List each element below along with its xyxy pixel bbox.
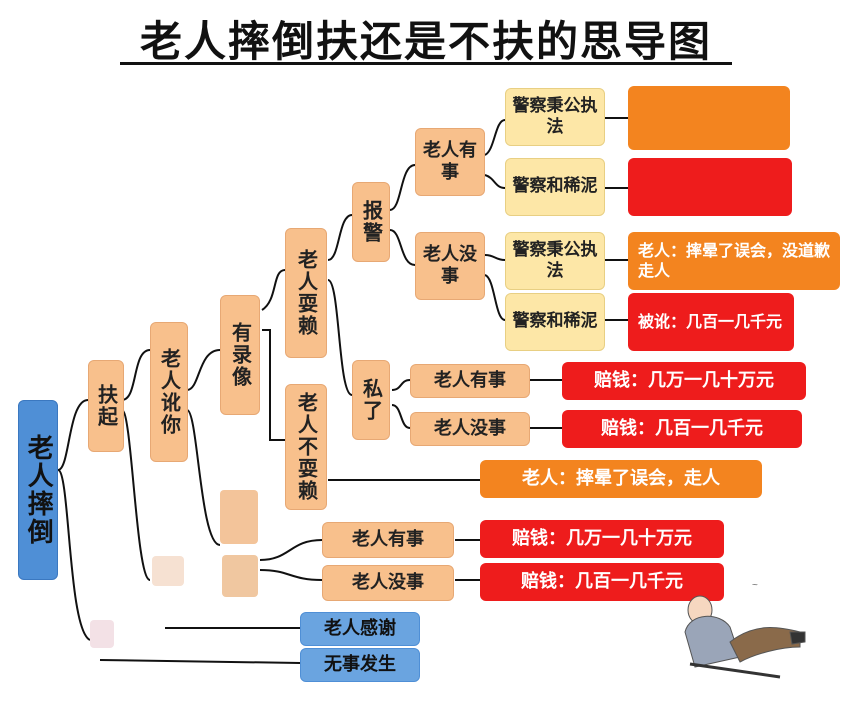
root-node: 老人摔倒 (18, 400, 58, 580)
laoren-youshi-node: 老人有事 (415, 128, 485, 196)
jingcha-heximi-node-1: 警察和稀泥 (505, 158, 605, 216)
fuqi-node: 扶起 (88, 360, 124, 452)
result-red-blank (628, 158, 792, 216)
jingcha-bingong-node-1: 警察秉公执法 (505, 88, 605, 146)
faded-image-2 (222, 555, 258, 597)
jingcha-heximi-node-2: 警察和稀泥 (505, 293, 605, 351)
faded-image-4 (90, 620, 114, 648)
result-orange-wuhui: 老人：摔晕了误会，没道歉走人 (628, 232, 840, 290)
wu-meishi-node: 老人没事 (322, 565, 454, 601)
ganxie-node: 老人感谢 (300, 612, 420, 646)
sile-node: 私了 (352, 360, 390, 440)
result-orange-blank (628, 86, 790, 150)
si-youshi-node: 老人有事 (410, 364, 530, 398)
peiqian-big2-node: 赔钱：几万一几十万元 (480, 520, 724, 558)
laoren-wuhui-zouren-node: 老人：摔晕了误会，走人 (480, 460, 762, 498)
laoren-bushuailai-node: 老人不耍赖 (285, 384, 327, 510)
peiqian-small2-node: 赔钱：几百一几千元 (480, 563, 724, 601)
youluxiang-node: 有录像 (220, 295, 260, 415)
title-underline (120, 62, 732, 65)
faded-image-1 (220, 490, 258, 544)
peiqian-small-node: 赔钱：几百一几千元 (562, 410, 802, 448)
baojing-node: 报警 (352, 182, 390, 262)
jingcha-bingong-node-2: 警察秉公执法 (505, 232, 605, 290)
wushi-node: 无事发生 (300, 648, 420, 682)
faded-image-3 (152, 556, 184, 586)
wu-youshi-node: 老人有事 (322, 522, 454, 558)
laoren-e-node: 老人讹你 (150, 322, 188, 462)
laoren-meishi-node: 老人没事 (415, 232, 485, 300)
svg-text:~: ~ (752, 580, 758, 591)
si-meishi-node: 老人没事 (410, 412, 530, 446)
diagram-title: 老人摔倒扶还是不扶的思导图 (139, 17, 712, 66)
laoren-shuailai-node: 老人耍赖 (285, 228, 327, 358)
fallen-elder-illustration: ~ (684, 580, 806, 679)
result-red-beie: 被讹：几百一几千元 (628, 293, 794, 351)
peiqian-big-node: 赔钱：几万一几十万元 (562, 362, 806, 400)
